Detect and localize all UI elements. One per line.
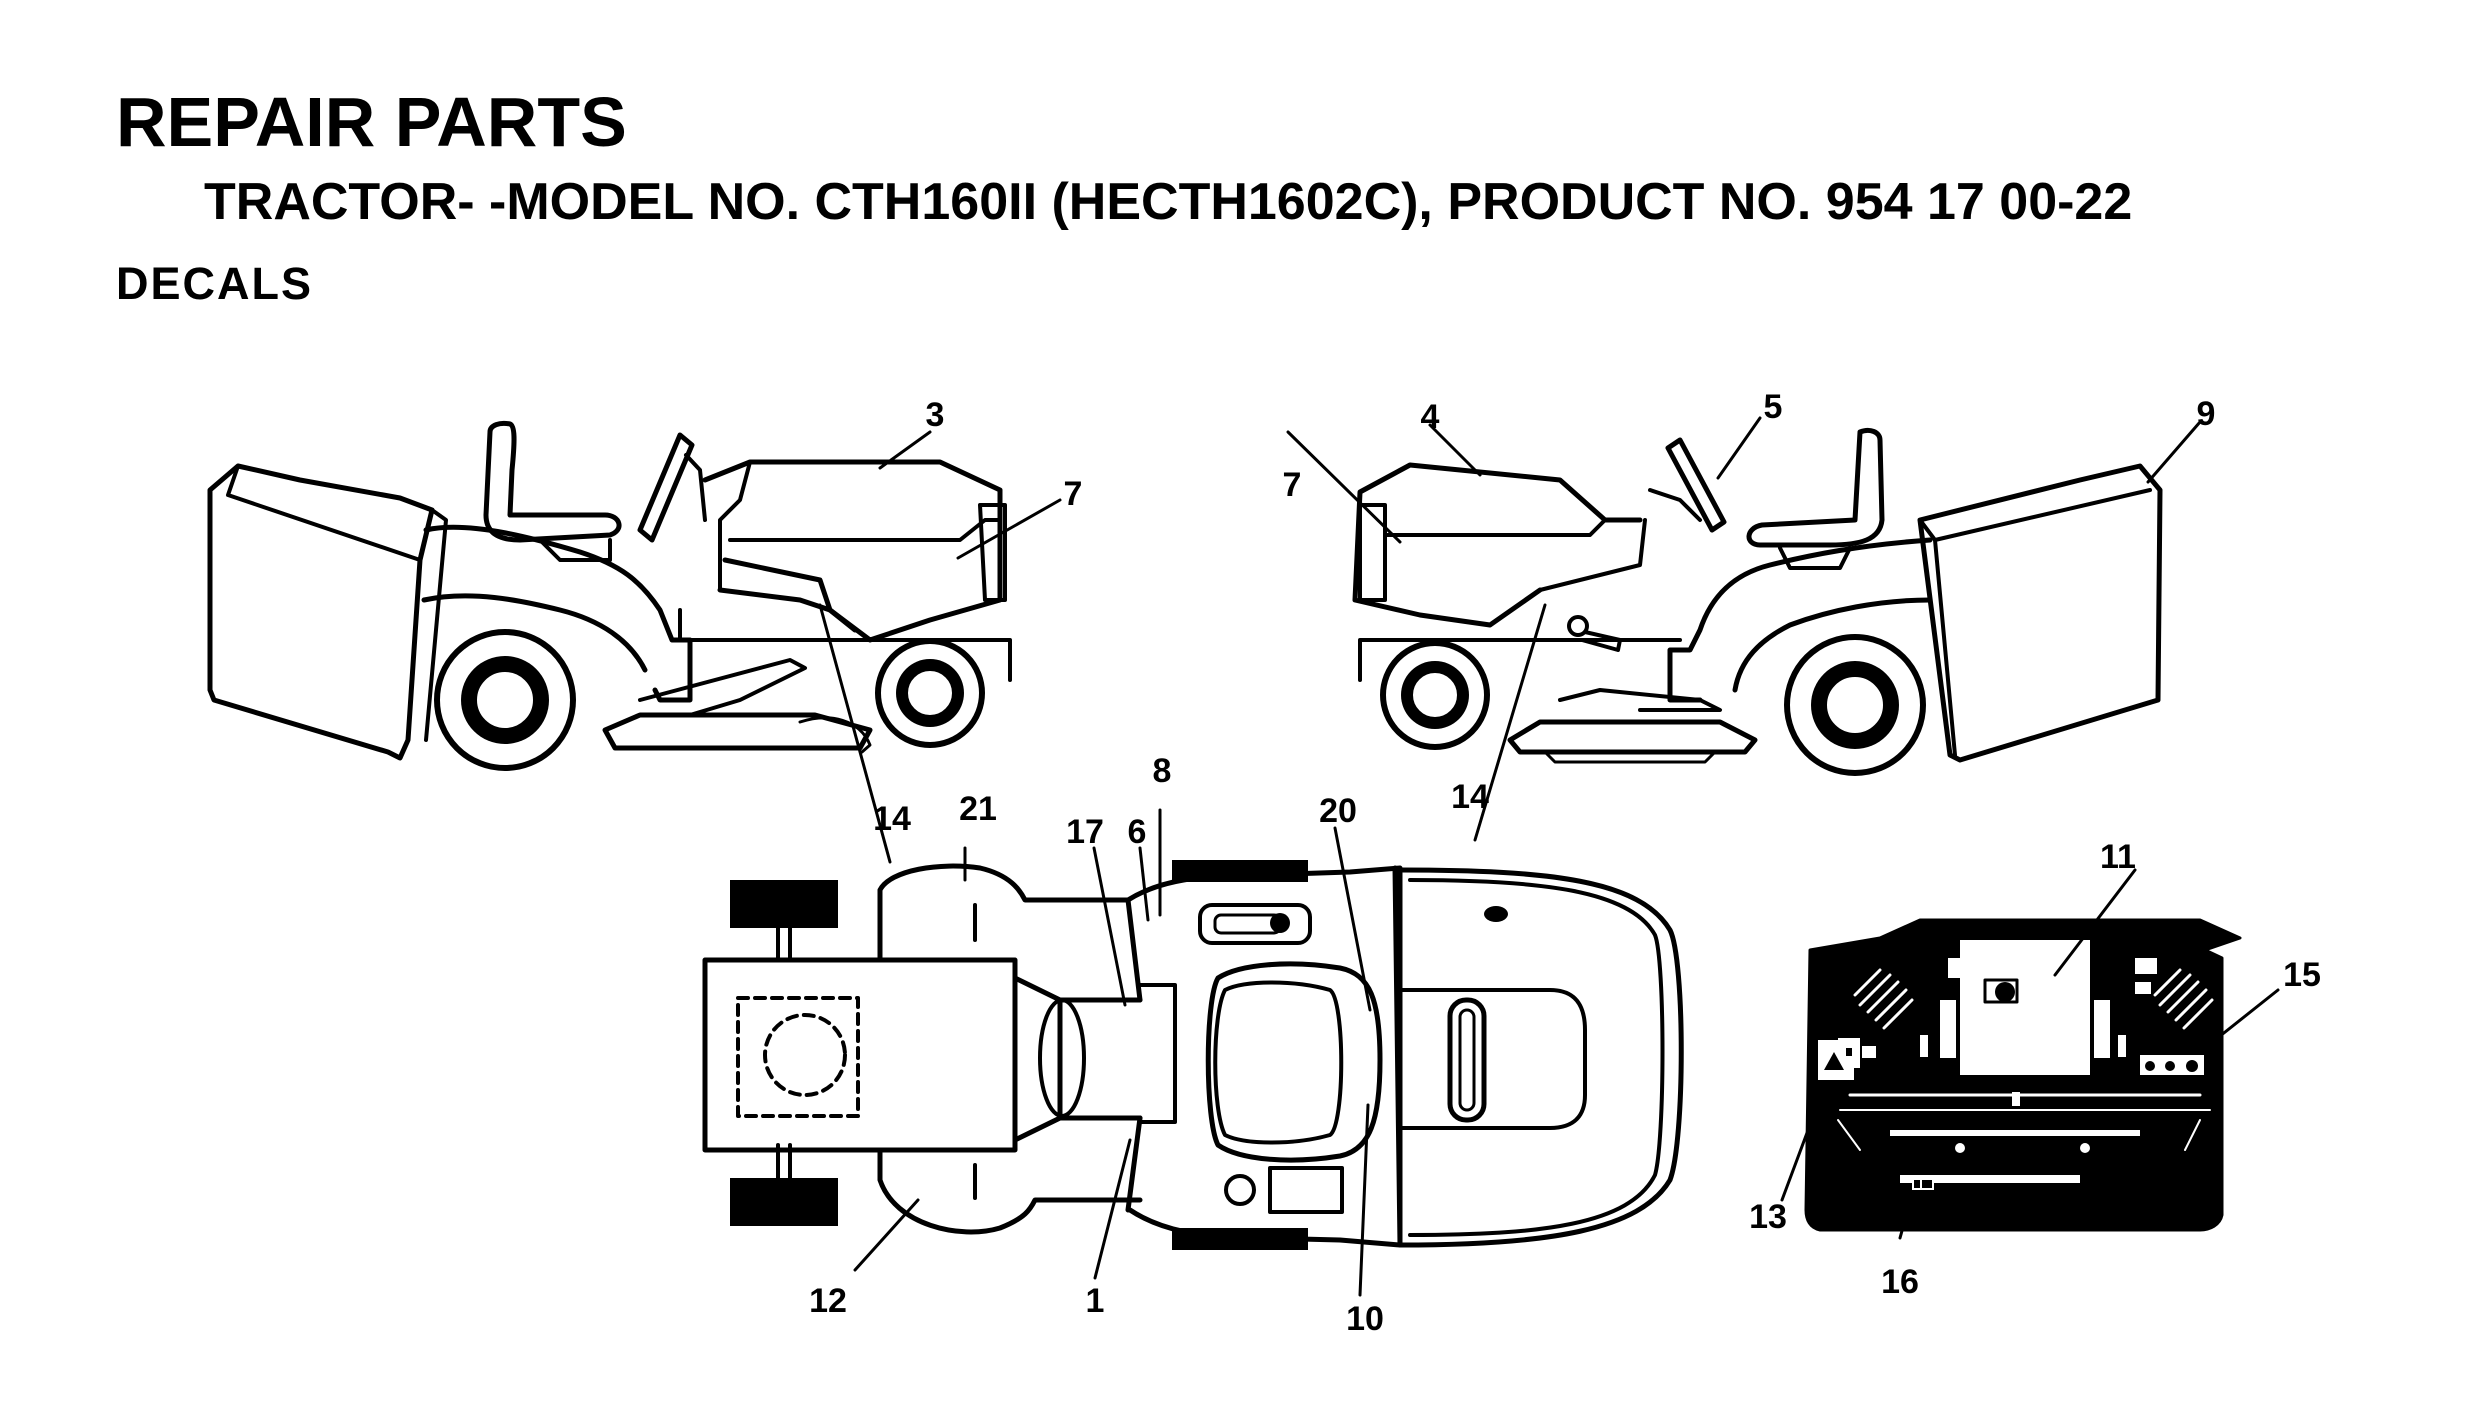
callout-14-right: 14 xyxy=(1451,778,1489,816)
callout-4: 4 xyxy=(1421,398,1440,436)
model-subtitle: TRACTOR- -MODEL NO. CTH160II (HECTH1602C… xyxy=(204,173,2133,231)
tractor-top-view xyxy=(702,860,1684,1250)
callout-3: 3 xyxy=(926,396,945,434)
page-title: REPAIR PARTS xyxy=(116,83,627,161)
tractor-right-side-view xyxy=(1352,427,2163,776)
callout-labels: 3 7 14 4 5 7 9 14 8 21 17 6 20 11 15 13 … xyxy=(809,388,2321,1338)
callout-8: 8 xyxy=(1153,752,1172,790)
tractor-rear-view xyxy=(1804,918,2242,1232)
tractor-left-side-view xyxy=(207,420,1012,771)
callout-6: 6 xyxy=(1128,813,1147,851)
callout-16: 16 xyxy=(1881,1263,1919,1301)
leader-lines xyxy=(818,416,2280,1297)
section-title: DECALS xyxy=(116,258,314,309)
callout-7-right: 7 xyxy=(1283,466,1302,504)
callout-5: 5 xyxy=(1764,388,1783,426)
callout-12: 12 xyxy=(809,1282,847,1320)
callout-17: 17 xyxy=(1066,813,1104,851)
callout-11: 11 xyxy=(2100,838,2136,876)
callout-7-left: 7 xyxy=(1064,475,1083,513)
callout-9: 9 xyxy=(2197,395,2216,433)
callout-20: 20 xyxy=(1319,792,1357,830)
callout-15: 15 xyxy=(2283,956,2321,994)
callout-21: 21 xyxy=(959,790,997,828)
callout-14-left: 14 xyxy=(873,800,911,838)
callout-13: 13 xyxy=(1749,1198,1787,1236)
callout-10: 10 xyxy=(1346,1300,1384,1338)
callout-1: 1 xyxy=(1086,1282,1105,1320)
